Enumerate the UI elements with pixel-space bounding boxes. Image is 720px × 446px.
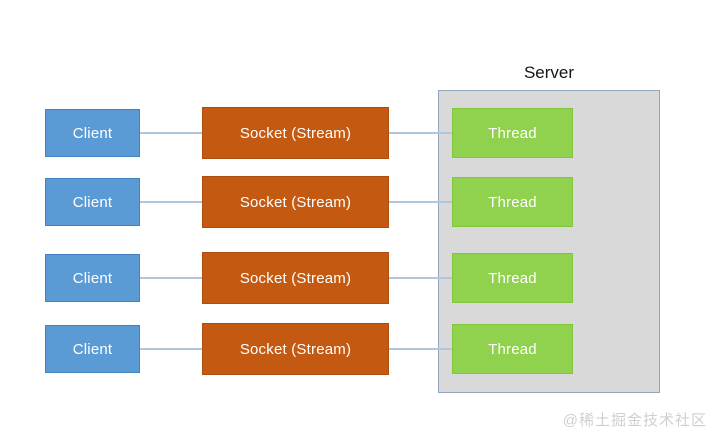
thread-box: Thread — [452, 177, 573, 227]
connector-line-socket-thread — [389, 132, 452, 134]
connector-line-socket-thread — [389, 277, 452, 279]
server-label: Server — [523, 63, 575, 82]
socket-box: Socket (Stream) — [202, 107, 389, 159]
socket-box: Socket (Stream) — [202, 176, 389, 228]
connector-line-socket-thread — [389, 348, 452, 350]
connector-line-client-socket — [140, 201, 202, 203]
watermark: @稀土掘金技术社区 — [562, 412, 707, 429]
client-box: Client — [45, 325, 140, 373]
thread-box: Thread — [452, 253, 573, 303]
thread-box: Thread — [452, 108, 573, 158]
thread-box: Thread — [452, 324, 573, 374]
connector-line-client-socket — [140, 132, 202, 134]
client-box: Client — [45, 178, 140, 226]
client-box: Client — [45, 254, 140, 302]
client-box: Client — [45, 109, 140, 157]
connector-line-client-socket — [140, 277, 202, 279]
socket-box: Socket (Stream) — [202, 323, 389, 375]
socket-box: Socket (Stream) — [202, 252, 389, 304]
connector-line-socket-thread — [389, 201, 452, 203]
connector-line-client-socket — [140, 348, 202, 350]
